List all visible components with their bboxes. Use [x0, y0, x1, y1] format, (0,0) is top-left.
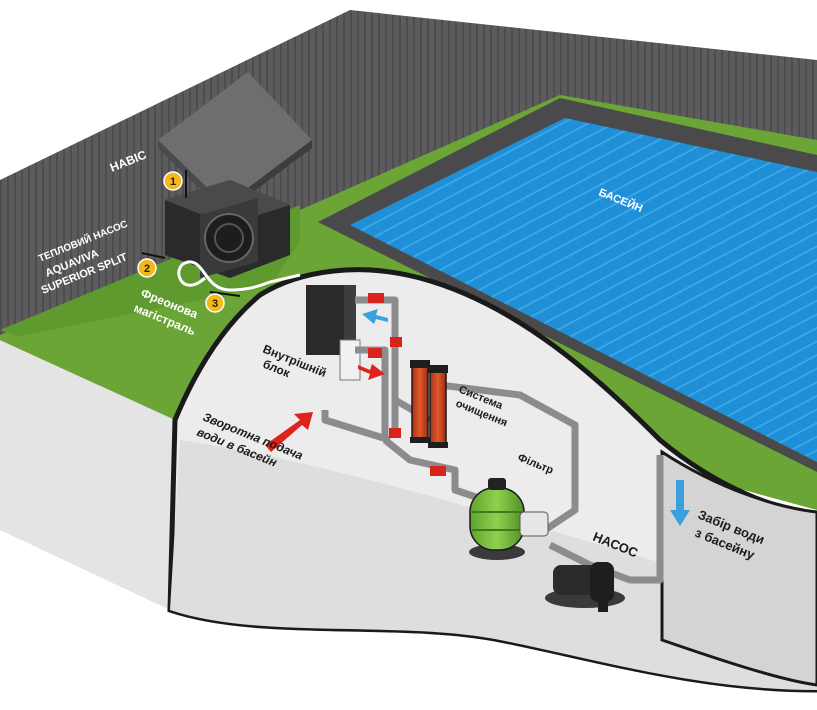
ground-block-front: [0, 340, 175, 610]
ground-block-side: [0, 280, 300, 420]
badge-2: 2: [137, 258, 157, 278]
valves: [368, 293, 446, 476]
cleaning-system: [410, 360, 448, 448]
badge-3: 3: [205, 293, 225, 313]
canopy: [158, 72, 312, 205]
tech-room-floor: [170, 440, 817, 690]
flow-arrow-hot-outgoing: [358, 364, 385, 380]
badge-1: 1: [163, 171, 183, 191]
dimension-arrow-2: [141, 252, 166, 259]
pool-water: [350, 118, 817, 462]
svg-text:3: 3: [212, 298, 218, 310]
svg-text:1: 1: [170, 176, 176, 188]
flow-arrow-intake: [670, 480, 690, 526]
dimension-arrow-3: [209, 291, 241, 297]
pool-wall-section: [660, 449, 817, 687]
heat-pump-top: [165, 180, 290, 225]
svg-text:2: 2: [144, 263, 150, 275]
flow-arrow-return-big: [265, 412, 313, 452]
freon-line: [177, 260, 271, 292]
flow-arrow-cold-incoming: [362, 309, 388, 324]
indoor-unit: [306, 285, 344, 355]
heat-pump-fan-icon: [204, 213, 254, 263]
sand-filter: [469, 478, 549, 560]
pump-unit: [545, 562, 625, 612]
